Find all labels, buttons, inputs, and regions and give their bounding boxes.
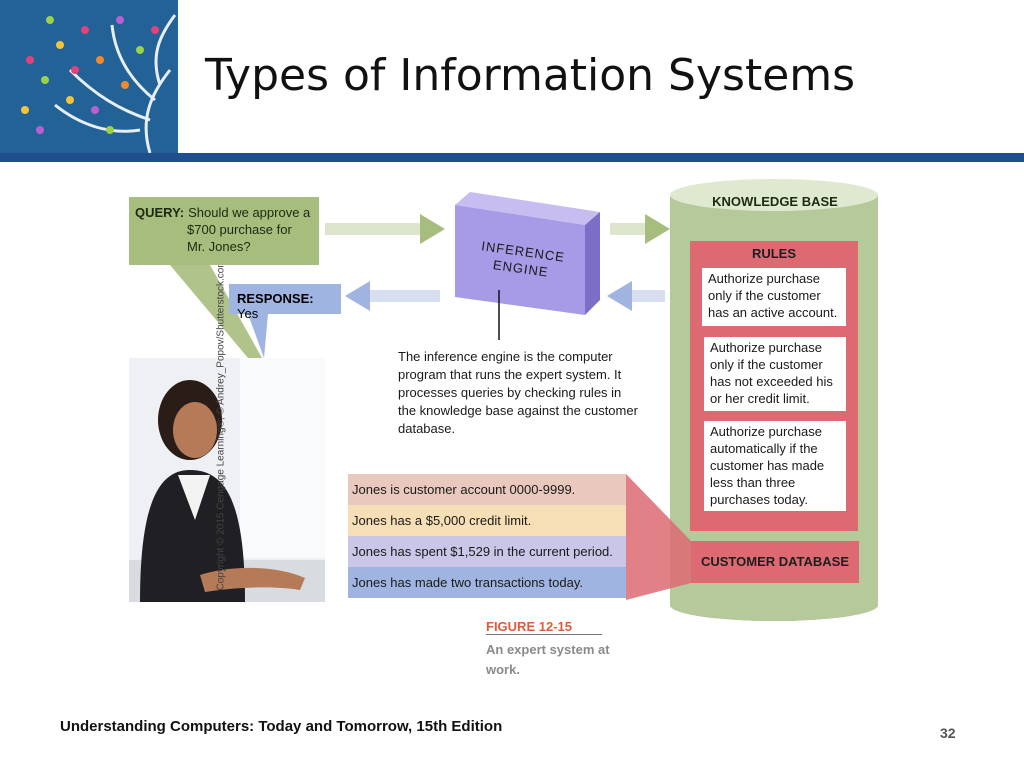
figure-number: FIGURE 12-15 (486, 619, 602, 635)
rules-label: RULES (751, 246, 797, 261)
arrow-engine-to-response (345, 281, 440, 311)
arrow-query-to-engine (325, 214, 445, 244)
page-number: 32 (940, 725, 956, 741)
response-label: RESPONSE: (237, 291, 314, 306)
arrow-knowledge-base-to-engine (607, 281, 665, 311)
query-line-3: Mr. Jones? (187, 239, 251, 254)
query-line-1: Should we approve a (188, 205, 311, 220)
support-agent-photo (129, 358, 325, 602)
customer-database-label: CUSTOMER DATABASE (691, 541, 859, 583)
rule-active-account: Authorize purchase only if the customer … (702, 268, 846, 326)
knowledge-base-label: KNOWLEDGE BASE (712, 194, 838, 209)
rule-purchase-count: Authorize purchase automatically if the … (704, 421, 846, 511)
fact-transactions: Jones has made two transactions today. (348, 567, 626, 598)
slide-title: Types of Information Systems (205, 50, 856, 101)
query-line-2: $700 purchase for (187, 222, 292, 237)
tree-logo-image (0, 0, 178, 153)
fact-account: Jones is customer account 0000-9999. (348, 474, 626, 505)
response-box: RESPONSE: Yes (229, 284, 341, 321)
footer-book-title: Understanding Computers: Today and Tomor… (60, 718, 503, 735)
copyright-notice: Copyright © 2015 Cengage Learning®; © An… (215, 259, 227, 591)
query-box: QUERY: Should we approve a $700 purchase… (129, 197, 319, 265)
inference-engine-cube (455, 192, 600, 315)
fact-spent: Jones has spent $1,529 in the current pe… (348, 536, 626, 567)
arrow-engine-to-knowledge-base (610, 214, 670, 244)
header-divider (0, 153, 1024, 162)
customer-facts-list: Jones is customer account 0000-9999. Jon… (348, 474, 626, 598)
inference-engine-explanation: The inference engine is the computer pro… (398, 349, 638, 436)
figure-caption: An expert system at work. (486, 642, 610, 677)
query-label: QUERY: (135, 205, 185, 220)
rule-credit-limit: Authorize purchase only if the customer … (704, 337, 846, 411)
fact-credit-limit: Jones has a $5,000 credit limit. (348, 505, 626, 536)
response-value: Yes (237, 306, 259, 321)
